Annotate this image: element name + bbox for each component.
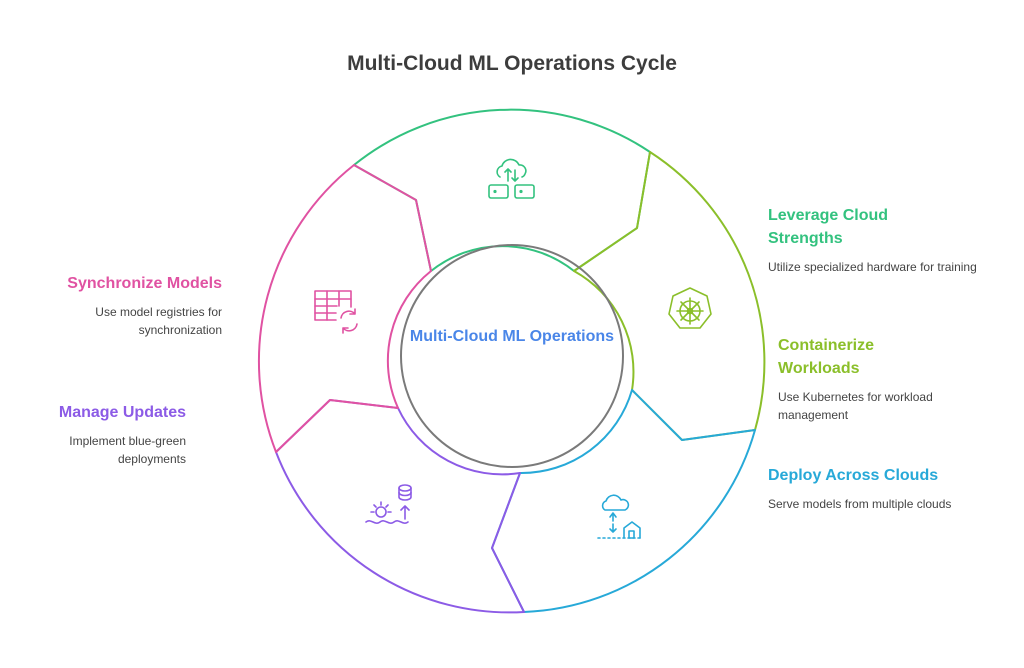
database-update-icon xyxy=(365,484,412,524)
stage-description: Serve models from multiple clouds xyxy=(768,497,952,511)
segment-synchronize xyxy=(257,164,432,453)
diagram-title: Multi-Cloud ML Operations Cycle xyxy=(347,52,677,75)
stage-synchronize: Synchronize Models Use model registries … xyxy=(0,272,222,339)
segment-leverage xyxy=(353,108,651,272)
stage-description: Implement blue-green deployments xyxy=(69,434,186,466)
segment-deploy xyxy=(491,389,756,613)
stage-containerize: Containerize Workloads Use Kubernetes fo… xyxy=(778,334,1008,424)
segment-manage xyxy=(275,399,525,614)
stage-heading: Leverage Cloud Strengths xyxy=(768,207,889,247)
stage-deploy: Deploy Across Clouds Serve models from m… xyxy=(768,464,998,513)
center-label: Multi-Cloud ML Operations xyxy=(409,328,615,345)
stage-heading: Deploy Across Clouds xyxy=(768,467,939,484)
stage-leverage: Leverage Cloud Strengths Utilize special… xyxy=(768,204,998,276)
cloud-servers-icon xyxy=(488,158,535,199)
stage-heading: Containerize Workloads xyxy=(778,337,875,377)
stage-manage: Manage Updates Implement blue-green depl… xyxy=(0,401,186,468)
stage-description: Use model registries for synchronization xyxy=(95,305,222,337)
table-sync-icon xyxy=(314,290,358,334)
stage-description: Use Kubernetes for workload management xyxy=(778,390,933,422)
stage-heading: Manage Updates xyxy=(58,404,186,421)
cloud-deploy-icon xyxy=(597,494,643,539)
center-circle xyxy=(400,244,624,468)
stage-description: Utilize specialized hardware for trainin… xyxy=(768,260,977,274)
stage-heading: Synchronize Models xyxy=(67,275,222,292)
segment-containerize xyxy=(573,151,766,441)
kubernetes-icon xyxy=(668,287,712,329)
